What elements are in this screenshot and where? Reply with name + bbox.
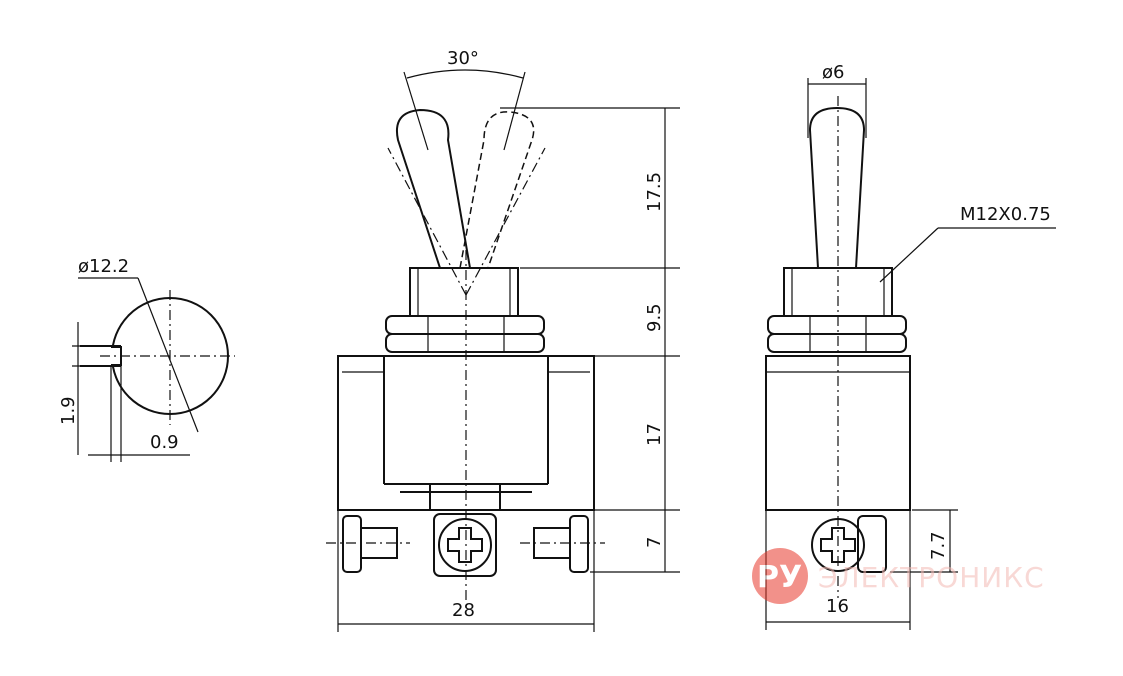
lever-solid [396, 108, 471, 269]
lever-length-label: 17.5 [644, 172, 665, 212]
key-width-label: 1.9 [58, 396, 79, 425]
thread-label: M12X0.75 [960, 204, 1051, 225]
side-nut-upper [767, 315, 907, 335]
mounting-hole-view: ø12.2 1.9 0.9 [58, 256, 235, 462]
side-lever [808, 106, 866, 269]
hole-diameter-label: ø12.2 [78, 256, 129, 277]
side-width-label: 16 [826, 596, 849, 617]
front-view: 30° [326, 48, 680, 632]
terminal-left [326, 515, 410, 573]
terminal-height-label: 7 [644, 537, 665, 548]
watermark-logo: РУ [757, 560, 802, 595]
nut-lower [385, 333, 545, 353]
side-view: ø6 M12X0.75 7.7 [765, 62, 1056, 630]
watermark: РУ ЭЛЕКТРОНИКС [752, 548, 1045, 604]
terminal-right [520, 515, 605, 573]
body-width-label: 28 [452, 600, 475, 621]
bushing-height-label: 9.5 [644, 303, 665, 332]
side-terminal-height-label: 7.7 [928, 531, 949, 560]
angle-label: 30° [447, 48, 479, 69]
terminal-center [433, 513, 497, 577]
key-depth-label: 0.9 [150, 432, 179, 453]
watermark-text: ЭЛЕКТРОНИКС [818, 561, 1045, 594]
body-height-label: 17 [644, 423, 665, 446]
lever-diameter-label: ø6 [822, 62, 844, 83]
lever-dashed [459, 111, 535, 269]
nut-upper [385, 315, 545, 335]
watermark-logo-circle [752, 548, 808, 604]
side-nut-lower [767, 333, 907, 353]
